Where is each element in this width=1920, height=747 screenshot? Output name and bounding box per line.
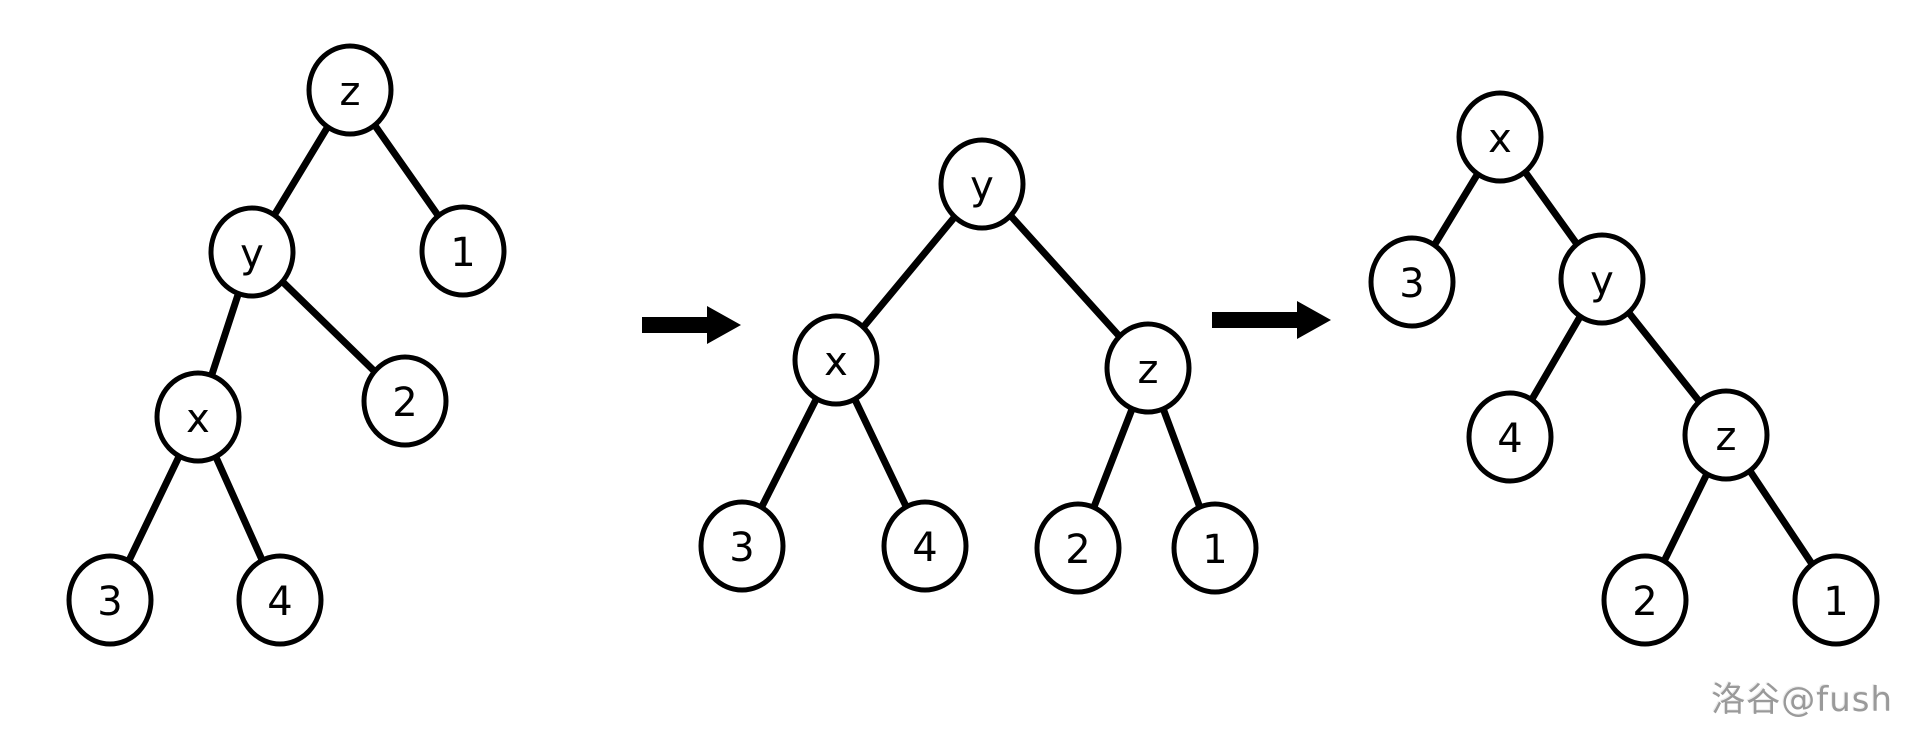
node-circle bbox=[306, 43, 394, 137]
tree-node-3: 3 bbox=[698, 499, 786, 593]
tree-node-x: x bbox=[792, 313, 880, 407]
node-label: x bbox=[186, 396, 210, 442]
tree-node-z: z bbox=[306, 43, 394, 137]
rotation-arrow-1-icon bbox=[642, 306, 741, 344]
node-circle bbox=[1368, 235, 1456, 329]
node-circle bbox=[1558, 232, 1646, 326]
node-label: z bbox=[1138, 347, 1159, 393]
node-circle bbox=[154, 370, 242, 464]
node-label: 1 bbox=[1202, 527, 1227, 573]
node-circle bbox=[419, 204, 507, 298]
node-label: 4 bbox=[1497, 416, 1522, 462]
tree-node-4: 4 bbox=[881, 499, 969, 593]
node-label: x bbox=[824, 339, 848, 385]
node-label: 3 bbox=[97, 579, 122, 625]
node-circle bbox=[66, 553, 154, 647]
tree-node-3: 3 bbox=[1368, 235, 1456, 329]
tree-node-2: 2 bbox=[1034, 501, 1122, 595]
node-label: 3 bbox=[729, 525, 754, 571]
node-label: x bbox=[1488, 116, 1512, 162]
node-circle bbox=[1601, 553, 1689, 647]
tree-node-y: y bbox=[1558, 232, 1646, 326]
tree-before-rotations: z y 1 x 2 3 4 bbox=[66, 43, 507, 647]
node-circle bbox=[208, 205, 296, 299]
node-circle bbox=[361, 354, 449, 448]
watermark: 洛谷@fush bbox=[1711, 680, 1893, 720]
node-label: 3 bbox=[1399, 261, 1424, 307]
node-circle bbox=[1034, 501, 1122, 595]
node-label: 1 bbox=[450, 230, 475, 276]
tree-node-x: x bbox=[1456, 90, 1544, 184]
tree-node-3: 3 bbox=[66, 553, 154, 647]
tree-node-y: y bbox=[208, 205, 296, 299]
node-label: 2 bbox=[392, 380, 417, 426]
node-circle bbox=[938, 137, 1026, 231]
node-label: y bbox=[240, 231, 264, 277]
node-circle bbox=[1792, 553, 1880, 647]
tree-after-second-rotation: x 3 y 4 z 2 1 bbox=[1368, 90, 1880, 647]
node-circle bbox=[881, 499, 969, 593]
tree-node-1: 1 bbox=[1792, 553, 1880, 647]
node-label: z bbox=[1716, 414, 1737, 460]
node-circle bbox=[1104, 321, 1192, 415]
node-label: 2 bbox=[1065, 527, 1090, 573]
tree-node-1: 1 bbox=[1171, 501, 1259, 595]
tree-node-1: 1 bbox=[419, 204, 507, 298]
node-label: z bbox=[340, 69, 361, 115]
tree-node-4: 4 bbox=[236, 553, 324, 647]
tree-node-z: z bbox=[1104, 321, 1192, 415]
tree-node-x: x bbox=[154, 370, 242, 464]
tree-node-z: z bbox=[1682, 388, 1770, 482]
node-label: y bbox=[1590, 258, 1614, 304]
node-circle bbox=[1171, 501, 1259, 595]
node-label: 4 bbox=[912, 525, 937, 571]
node-circle bbox=[1456, 90, 1544, 184]
node-label: 4 bbox=[267, 579, 292, 625]
node-label: 1 bbox=[1823, 579, 1848, 625]
node-circle bbox=[698, 499, 786, 593]
tree-node-2: 2 bbox=[1601, 553, 1689, 647]
node-circle bbox=[1466, 390, 1554, 484]
tree-node-4: 4 bbox=[1466, 390, 1554, 484]
tree-after-first-rotation: y x z 3 4 2 1 bbox=[698, 137, 1259, 595]
node-circle bbox=[236, 553, 324, 647]
node-label: 2 bbox=[1632, 579, 1657, 625]
rotation-arrow-2-icon bbox=[1212, 301, 1331, 339]
node-circle bbox=[1682, 388, 1770, 482]
tree-node-2: 2 bbox=[361, 354, 449, 448]
tree-node-y: y bbox=[938, 137, 1026, 231]
node-circle bbox=[792, 313, 880, 407]
node-label: y bbox=[970, 163, 994, 209]
